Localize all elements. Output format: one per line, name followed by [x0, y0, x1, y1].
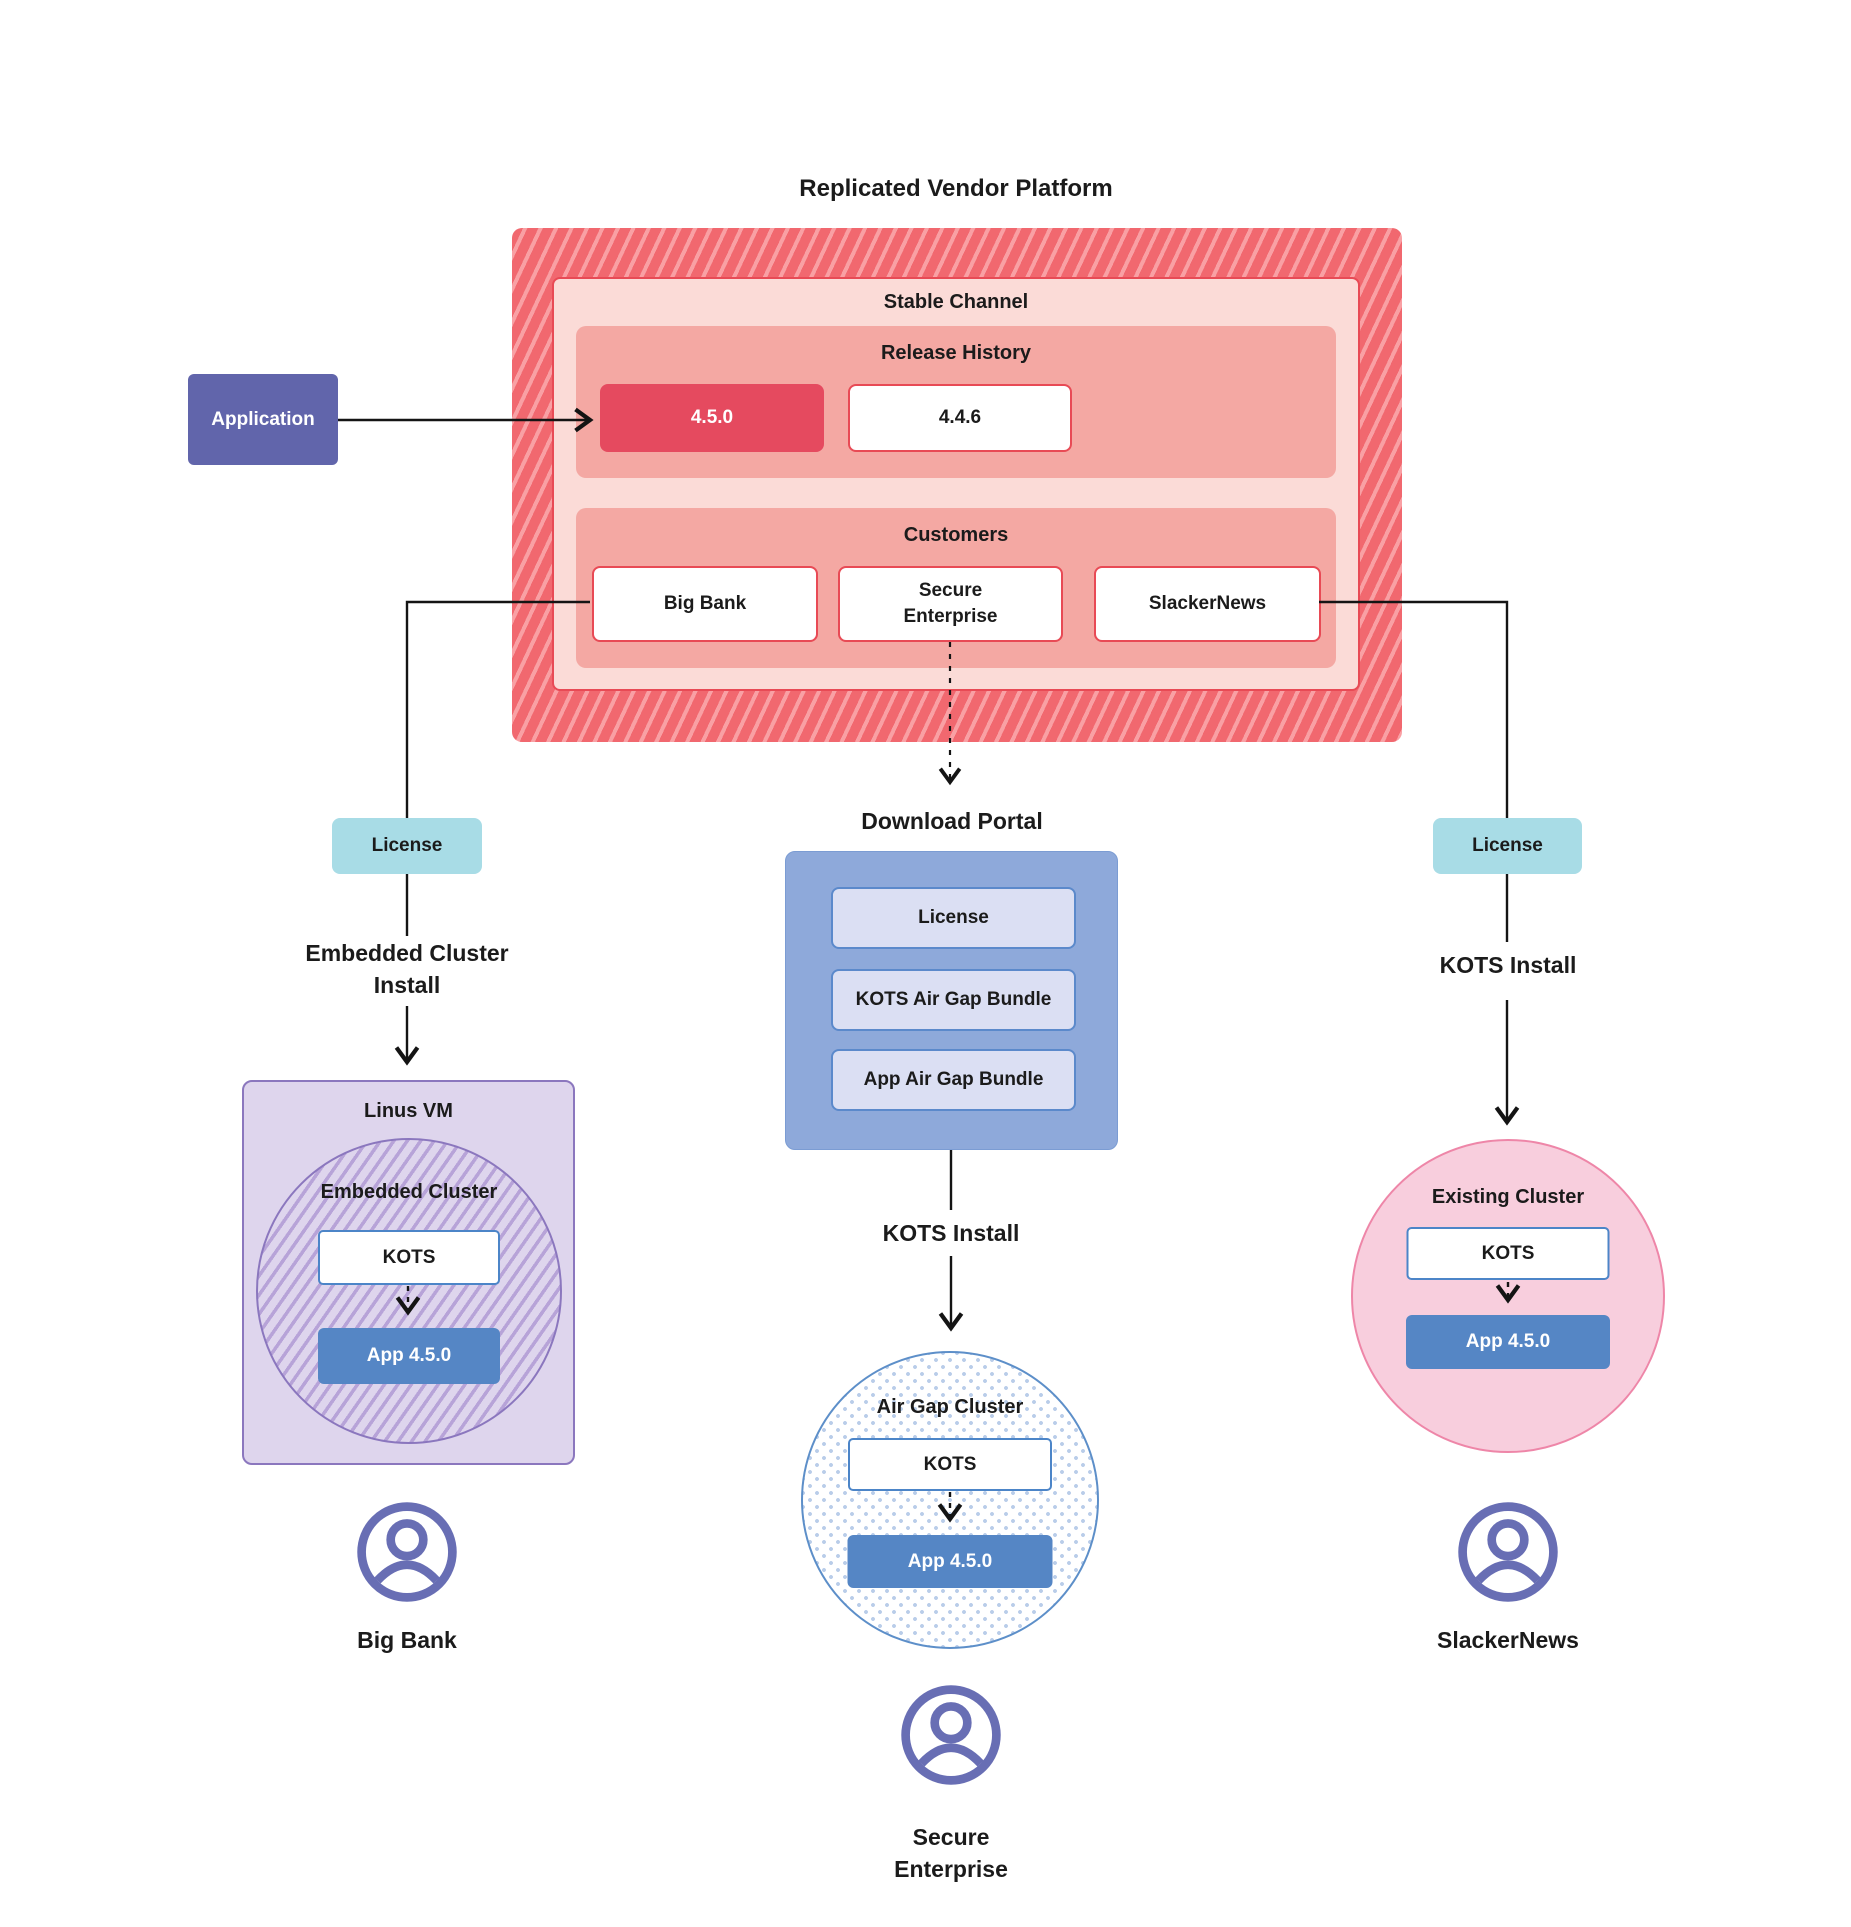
embedded-cluster-install-label: Embedded Cluster Install [305, 939, 509, 998]
user-icon-big-bank [357, 1502, 457, 1602]
kots-install-label-middle: KOTS Install [882, 1219, 1020, 1246]
license-chip-big-bank: License [332, 818, 482, 874]
air-gap-cluster-label: Air Gap Cluster [876, 1395, 1024, 1418]
kots-box-airgap: KOTS [848, 1438, 1052, 1491]
user-icon-slackernews [1458, 1502, 1558, 1602]
release-history-box: Release History 4.5.0 4.4.6 [576, 326, 1336, 478]
portal-item-license: License [831, 887, 1076, 949]
user-label-secure-enterprise: Secure Enterprise [876, 1820, 1026, 1886]
release-version-current: 4.5.0 [600, 384, 824, 452]
portal-item-kots-airgap-bundle: KOTS Air Gap Bundle [831, 969, 1076, 1031]
user-icon-secure-enterprise [901, 1685, 1001, 1785]
license-chip-slackernews: License [1433, 818, 1582, 874]
customer-secure-enterprise: Secure Enterprise [838, 566, 1063, 642]
kots-box-existing: KOTS [1406, 1227, 1610, 1280]
stable-channel-box: Stable Channel Release History 4.5.0 4.4… [552, 277, 1360, 691]
customer-secure-enterprise-label: Secure Enterprise [903, 580, 998, 627]
linus-vm-box: Linus VM Embedded Cluster KOTS App 4.5.0 [242, 1080, 575, 1465]
portal-item-app-airgap-bundle: App Air Gap Bundle [831, 1049, 1076, 1111]
app-version-box-existing: App 4.5.0 [1406, 1315, 1610, 1369]
kots-install-label-right: KOTS Install [1439, 951, 1577, 978]
user-label-slackernews: SlackerNews [1437, 1626, 1579, 1653]
customers-box: Customers Big Bank Secure Enterprise Sla… [576, 508, 1336, 668]
existing-cluster-label: Existing Cluster [1431, 1185, 1585, 1208]
user-label-big-bank: Big Bank [357, 1626, 457, 1653]
page-title: Replicated Vendor Platform [799, 175, 1113, 202]
release-version-previous: 4.4.6 [848, 384, 1072, 452]
customer-slackernews: SlackerNews [1094, 566, 1321, 642]
vendor-platform-box: Stable Channel Release History 4.5.0 4.4… [512, 228, 1402, 742]
app-version-box-airgap: App 4.5.0 [847, 1535, 1053, 1588]
embedded-cluster-circle: Embedded Cluster KOTS App 4.5.0 [256, 1138, 562, 1444]
customers-label: Customers [903, 523, 1009, 546]
existing-cluster-circle: Existing Cluster KOTS App 4.5.0 [1351, 1139, 1665, 1453]
app-version-box-embedded: App 4.5.0 [318, 1328, 500, 1384]
release-history-label: Release History [880, 341, 1032, 364]
stable-channel-label: Stable Channel [883, 290, 1029, 313]
kots-box-embedded: KOTS [318, 1230, 500, 1285]
application-box: Application [188, 374, 338, 465]
air-gap-cluster-circle: Air Gap Cluster KOTS App 4.5.0 [801, 1351, 1099, 1649]
linus-vm-label: Linus VM [364, 1099, 453, 1122]
user-label-secure-enterprise-text: Secure Enterprise [894, 1823, 1008, 1882]
download-portal-box: License KOTS Air Gap Bundle App Air Gap … [785, 851, 1118, 1150]
customer-big-bank: Big Bank [592, 566, 818, 642]
embedded-cluster-label: Embedded Cluster [320, 1180, 498, 1203]
download-portal-title: Download Portal [861, 807, 1043, 834]
